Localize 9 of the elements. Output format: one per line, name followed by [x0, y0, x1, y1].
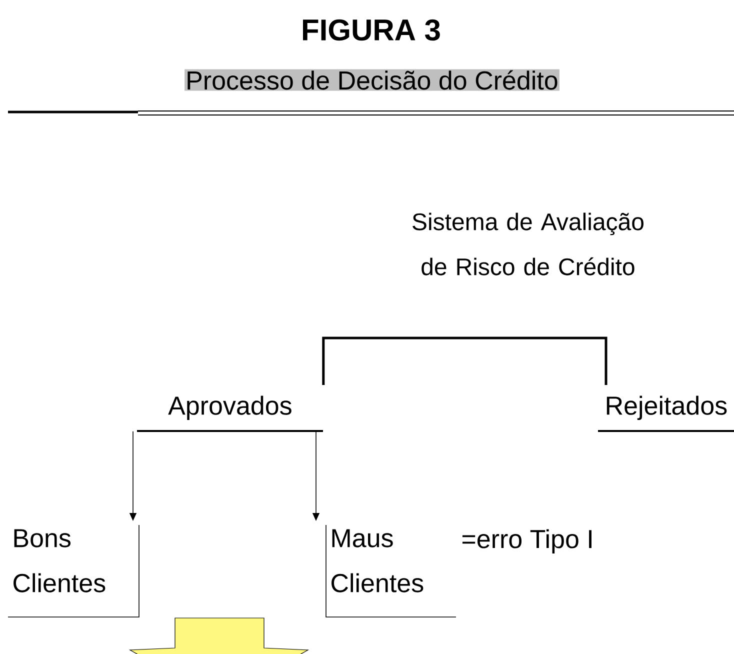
- underlined-label: Rejeitados: [598, 396, 734, 432]
- bracket-line: [322, 336, 608, 385]
- underlined-label: Aprovados: [137, 396, 323, 432]
- note-text: =erro Tipo I: [462, 529, 592, 554]
- figure-title: FIGURA 3: [303, 19, 440, 41]
- system-label: Sistema de Avaliação de Risco de Crédito: [412, 212, 644, 276]
- bracket-box: Maus Clientes: [326, 524, 456, 618]
- subtitle: Processo de Decisão do Crédito: [184, 69, 560, 91]
- bracket-box: Bons Clientes: [8, 524, 140, 618]
